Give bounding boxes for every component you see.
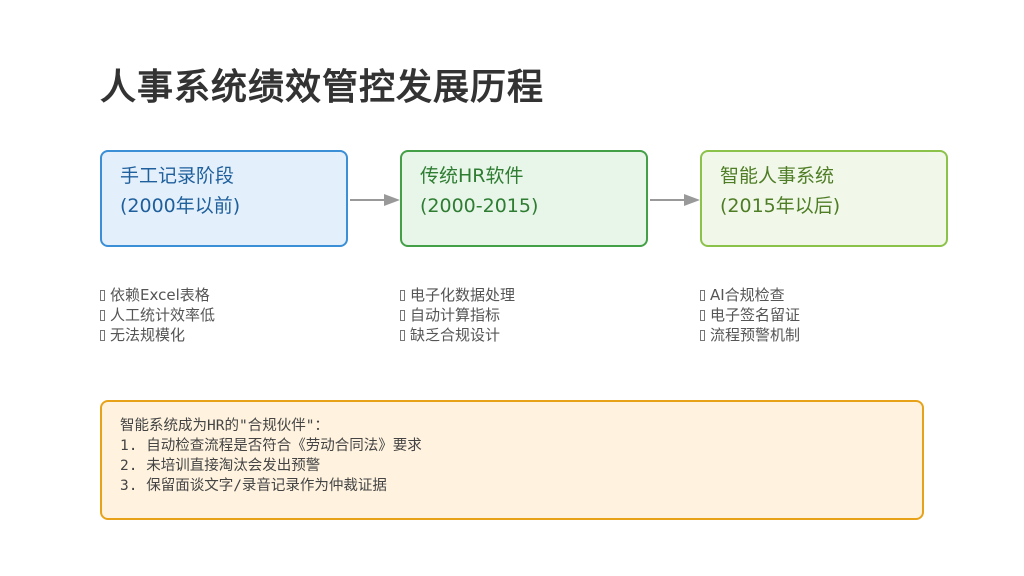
feature-text: 人工统计效率低 xyxy=(110,306,216,324)
arrow-head xyxy=(684,194,700,206)
feature-item: 电子化数据处理 xyxy=(400,285,515,305)
feature-text: 依赖Excel表格 xyxy=(110,286,210,304)
arrow-head xyxy=(384,194,400,206)
feature-item: 依赖Excel表格 xyxy=(100,285,215,305)
bullet-icon xyxy=(400,330,405,341)
feature-text: 电子签名留证 xyxy=(710,306,801,324)
feature-text: 无法规模化 xyxy=(110,326,186,344)
feature-text: AI合规检查 xyxy=(710,286,785,304)
feature-item: 自动计算指标 xyxy=(400,305,515,325)
feature-item: 电子签名留证 xyxy=(700,305,800,325)
stage-name: 手工记录阶段 xyxy=(120,165,235,187)
note-item: 3. 保留面谈文字/录音记录作为仲裁证据 xyxy=(120,478,387,494)
stage-name: 智能人事系统 xyxy=(720,165,835,187)
stage-box-smart-hr: 智能人事系统 (2015年以后) xyxy=(700,150,948,247)
compliance-note-box: 智能系统成为HR的"合规伙伴"： 1. 自动检查流程是否符合《劳动合同法》要求 … xyxy=(100,400,924,520)
bullet-icon xyxy=(400,290,405,301)
feature-item: AI合规检查 xyxy=(700,285,800,305)
feature-list-smart-hr: AI合规检查 电子签名留证 流程预警机制 xyxy=(700,285,800,345)
note-item: 1. 自动检查流程是否符合《劳动合同法》要求 xyxy=(120,438,422,454)
feature-list-manual: 依赖Excel表格 人工统计效率低 无法规模化 xyxy=(100,285,215,345)
feature-text: 缺乏合规设计 xyxy=(410,326,501,344)
bullet-icon xyxy=(100,290,105,301)
stage-period: (2000-2015) xyxy=(420,195,539,217)
feature-item: 人工统计效率低 xyxy=(100,305,215,325)
feature-text: 电子化数据处理 xyxy=(410,286,516,304)
stage-box-traditional-hr: 传统HR软件 (2000-2015) xyxy=(400,150,648,247)
bullet-icon xyxy=(700,330,705,341)
bullet-icon xyxy=(100,310,105,321)
bullet-icon xyxy=(100,330,105,341)
feature-item: 缺乏合规设计 xyxy=(400,325,515,345)
feature-item: 无法规模化 xyxy=(100,325,215,345)
arrow-icon xyxy=(350,194,400,206)
stage-box-manual: 手工记录阶段 (2000年以前) xyxy=(100,150,348,247)
page-title: 人事系统绩效管控发展历程 xyxy=(100,67,545,108)
stage-period: (2000年以前) xyxy=(120,195,241,217)
bullet-icon xyxy=(700,290,705,301)
stage-name: 传统HR软件 xyxy=(420,165,524,187)
bullet-icon xyxy=(700,310,705,321)
bullet-icon xyxy=(400,310,405,321)
arrow-icon xyxy=(650,194,700,206)
feature-text: 自动计算指标 xyxy=(410,306,501,324)
feature-text: 流程预警机制 xyxy=(710,326,801,344)
stage-period: (2015年以后) xyxy=(720,195,841,217)
feature-item: 流程预警机制 xyxy=(700,325,800,345)
feature-list-traditional-hr: 电子化数据处理 自动计算指标 缺乏合规设计 xyxy=(400,285,515,345)
note-heading: 智能系统成为HR的"合规伙伴"： xyxy=(120,418,329,434)
note-item: 2. 未培训直接淘汰会发出预警 xyxy=(120,458,321,474)
